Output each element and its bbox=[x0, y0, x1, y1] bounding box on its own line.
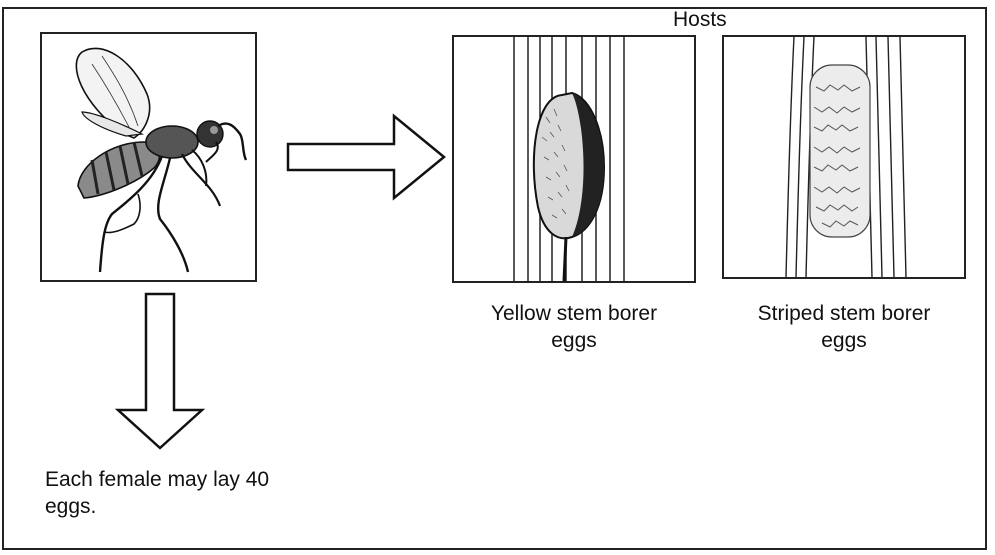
yellow-stem-borer-label-line2: eggs bbox=[452, 327, 696, 354]
yellow-stem-borer-label: Yellow stem borer eggs bbox=[452, 300, 696, 354]
striped-stem-borer-label: Striped stem borer eggs bbox=[718, 300, 970, 354]
fecundity-note-line1: Each female may lay 40 bbox=[45, 466, 269, 493]
arrow-right-icon bbox=[286, 112, 448, 202]
yellow-stem-borer-panel bbox=[452, 35, 696, 283]
yellow-stem-borer-egg-mass-icon bbox=[454, 37, 694, 281]
fecundity-note: Each female may lay 40 eggs. bbox=[45, 466, 269, 520]
wasp-icon bbox=[42, 34, 255, 280]
wasp-panel bbox=[40, 32, 257, 282]
striped-stem-borer-egg-mass-icon bbox=[724, 37, 964, 277]
hosts-heading: Hosts bbox=[673, 6, 727, 33]
fecundity-note-line2: eggs. bbox=[45, 493, 269, 520]
striped-stem-borer-label-line2: eggs bbox=[718, 327, 970, 354]
striped-stem-borer-panel bbox=[722, 35, 966, 279]
arrow-down-icon bbox=[114, 292, 206, 452]
yellow-stem-borer-label-line1: Yellow stem borer bbox=[452, 300, 696, 327]
striped-stem-borer-label-line1: Striped stem borer bbox=[718, 300, 970, 327]
